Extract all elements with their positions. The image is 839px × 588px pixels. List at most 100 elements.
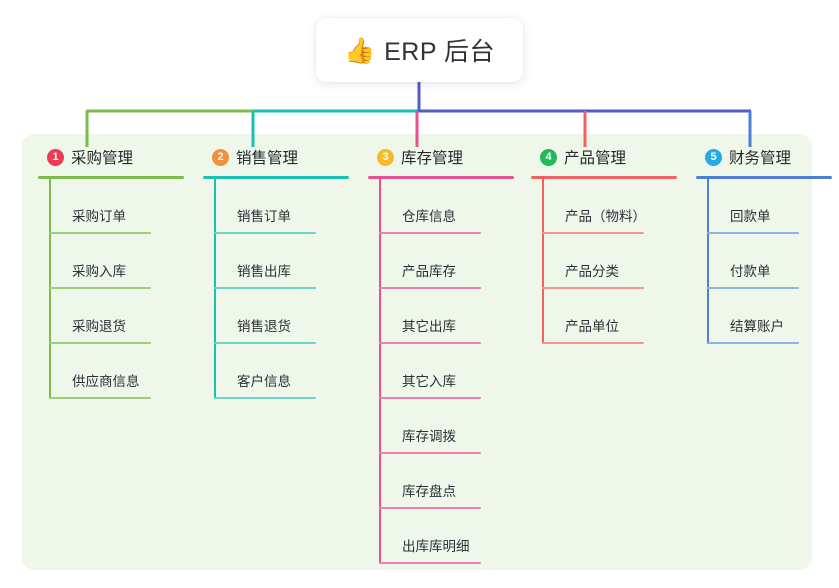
leaf-item[interactable]: 产品（物料） xyxy=(531,179,681,234)
leaf-label: 产品库存 xyxy=(402,264,456,279)
leaf-label: 库存调拨 xyxy=(402,429,456,444)
column-title: 财务管理 xyxy=(729,150,792,167)
branch-items: 回款单付款单结算账户 xyxy=(696,179,836,344)
leaf-underline xyxy=(707,232,799,234)
leaf-label: 销售订单 xyxy=(237,209,291,224)
leaf-underline xyxy=(542,232,644,234)
column-header[interactable]: 1 采购管理 xyxy=(47,145,188,169)
branch-items: 销售订单销售出库销售退货客户信息 xyxy=(203,179,353,399)
column-underline xyxy=(696,176,832,179)
leaf-underline xyxy=(214,342,316,344)
leaf-label: 产品分类 xyxy=(565,264,619,279)
column-header[interactable]: 2 销售管理 xyxy=(212,145,353,169)
leaf-underline xyxy=(707,287,799,289)
column-underline xyxy=(368,176,514,179)
leaf-label: 出库库明细 xyxy=(402,539,470,554)
column-index-badge: 1 xyxy=(47,148,64,166)
leaf-label: 仓库信息 xyxy=(402,209,456,224)
column-index-badge: 4 xyxy=(540,148,557,166)
leaf-label: 供应商信息 xyxy=(72,374,140,389)
root-title: ERP 后台 xyxy=(384,38,496,66)
leaf-item[interactable]: 出库库明细 xyxy=(368,509,518,564)
leaf-underline xyxy=(379,507,481,509)
leaf-label: 产品（物料） xyxy=(565,209,646,224)
column-title: 库存管理 xyxy=(401,150,464,167)
column-underline xyxy=(531,176,677,179)
leaf-item[interactable]: 供应商信息 xyxy=(38,344,188,399)
leaf-item[interactable]: 产品库存 xyxy=(368,234,518,289)
leaf-item[interactable]: 销售退货 xyxy=(203,289,353,344)
leaf-underline xyxy=(214,287,316,289)
leaf-item[interactable]: 采购入库 xyxy=(38,234,188,289)
leaf-underline xyxy=(379,287,481,289)
column-index-badge: 5 xyxy=(705,148,722,166)
leaf-item[interactable]: 销售出库 xyxy=(203,234,353,289)
leaf-label: 产品单位 xyxy=(565,319,619,334)
leaf-underline xyxy=(379,342,481,344)
leaf-underline xyxy=(379,452,481,454)
leaf-item[interactable]: 产品单位 xyxy=(531,289,681,344)
leaf-item[interactable]: 产品分类 xyxy=(531,234,681,289)
leaf-underline xyxy=(49,232,151,234)
leaf-item[interactable]: 采购退货 xyxy=(38,289,188,344)
leaf-underline xyxy=(214,232,316,234)
leaf-label: 结算账户 xyxy=(730,319,784,334)
leaf-label: 采购入库 xyxy=(72,264,126,279)
column-销售管理: 2 销售管理销售订单销售出库销售退货客户信息 xyxy=(203,145,353,399)
branch-trunk xyxy=(707,179,709,344)
leaf-label: 客户信息 xyxy=(237,374,291,389)
branch-trunk xyxy=(379,179,381,564)
column-header[interactable]: 5 财务管理 xyxy=(705,145,836,169)
leaf-label: 付款单 xyxy=(730,264,771,279)
leaf-item[interactable]: 结算账户 xyxy=(696,289,836,344)
column-title: 产品管理 xyxy=(564,150,627,167)
column-underline xyxy=(203,176,349,179)
leaf-label: 其它入库 xyxy=(402,374,456,389)
branch-trunk xyxy=(542,179,544,344)
leaf-item[interactable]: 库存调拨 xyxy=(368,399,518,454)
leaf-item[interactable]: 其它入库 xyxy=(368,344,518,399)
leaf-underline xyxy=(542,342,644,344)
leaf-item[interactable]: 库存盘点 xyxy=(368,454,518,509)
leaf-underline xyxy=(379,397,481,399)
branch-items: 仓库信息产品库存其它出库其它入库库存调拨库存盘点出库库明细 xyxy=(368,179,518,564)
branch-trunk xyxy=(49,179,51,399)
column-产品管理: 4 产品管理产品（物料） 产品分类产品单位 xyxy=(531,145,681,344)
branch-items: 采购订单采购入库采购退货供应商信息 xyxy=(38,179,188,399)
column-采购管理: 1 采购管理采购订单采购入库采购退货供应商信息 xyxy=(38,145,188,399)
column-title: 销售管理 xyxy=(236,150,299,167)
column-index-badge: 2 xyxy=(212,148,229,166)
column-title: 采购管理 xyxy=(71,150,134,167)
root-node[interactable]: 👍 ERP 后台 xyxy=(316,18,523,82)
leaf-label: 库存盘点 xyxy=(402,484,456,499)
branch-items: 产品（物料） 产品分类产品单位 xyxy=(531,179,681,344)
column-index-badge: 3 xyxy=(377,148,394,166)
column-underline xyxy=(38,176,184,179)
leaf-label: 采购订单 xyxy=(72,209,126,224)
column-header[interactable]: 4 产品管理 xyxy=(540,145,681,169)
leaf-underline xyxy=(49,287,151,289)
leaf-underline xyxy=(542,287,644,289)
leaf-underline xyxy=(379,232,481,234)
leaf-item[interactable]: 回款单 xyxy=(696,179,836,234)
leaf-label: 销售退货 xyxy=(237,319,291,334)
leaf-item[interactable]: 采购订单 xyxy=(38,179,188,234)
leaf-label: 采购退货 xyxy=(72,319,126,334)
leaf-item[interactable]: 付款单 xyxy=(696,234,836,289)
column-header[interactable]: 3 库存管理 xyxy=(377,145,518,169)
column-库存管理: 3 库存管理仓库信息产品库存其它出库其它入库库存调拨库存盘点出库库明细 xyxy=(368,145,518,564)
column-财务管理: 5 财务管理回款单付款单结算账户 xyxy=(696,145,836,344)
leaf-underline xyxy=(379,562,481,564)
leaf-label: 其它出库 xyxy=(402,319,456,334)
branches-panel xyxy=(22,134,812,570)
leaf-item[interactable]: 客户信息 xyxy=(203,344,353,399)
leaf-underline xyxy=(707,342,799,344)
leaf-underline xyxy=(49,342,151,344)
leaf-item[interactable]: 仓库信息 xyxy=(368,179,518,234)
leaf-item[interactable]: 其它出库 xyxy=(368,289,518,344)
leaf-label: 回款单 xyxy=(730,209,771,224)
branch-trunk xyxy=(214,179,216,399)
leaf-item[interactable]: 销售订单 xyxy=(203,179,353,234)
leaf-underline xyxy=(49,397,151,399)
